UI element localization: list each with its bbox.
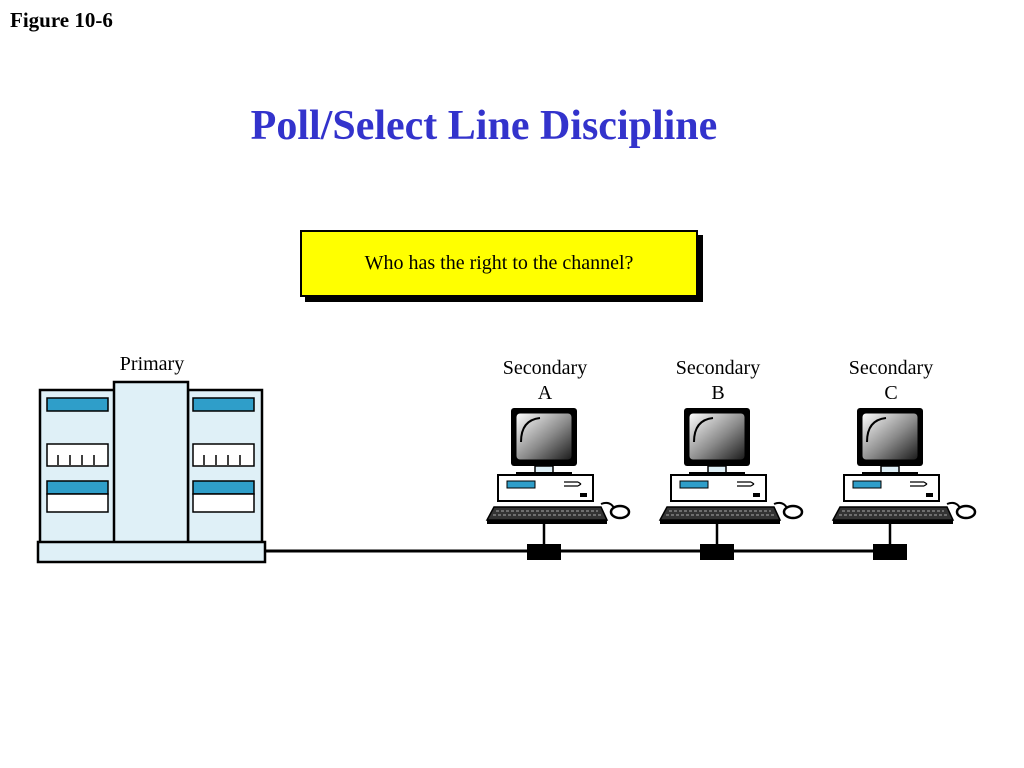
diagram-title: Poll/Select Line Discipline	[250, 103, 718, 149]
figure-label: Figure 10-6	[10, 8, 113, 32]
primary-mainframe: Primary	[36, 353, 267, 564]
question-text: Who has the right to the channel?	[364, 252, 634, 274]
secondary-b-label-line1: Secondary	[676, 357, 760, 379]
question-box: Who has the right to the channel?	[300, 230, 698, 297]
secondary-b: Secondary B	[658, 357, 804, 562]
secondary-c-label-line2: C	[884, 382, 897, 404]
secondary-a: Secondary A	[485, 357, 631, 562]
secondary-c-label-line1: Secondary	[849, 357, 933, 379]
secondary-c: Secondary C	[831, 357, 977, 562]
secondary-a-label-line1: Secondary	[503, 357, 587, 379]
secondary-a-label-line2: A	[538, 382, 553, 404]
primary-label: Primary	[120, 353, 184, 375]
secondary-b-label-line2: B	[711, 382, 724, 404]
